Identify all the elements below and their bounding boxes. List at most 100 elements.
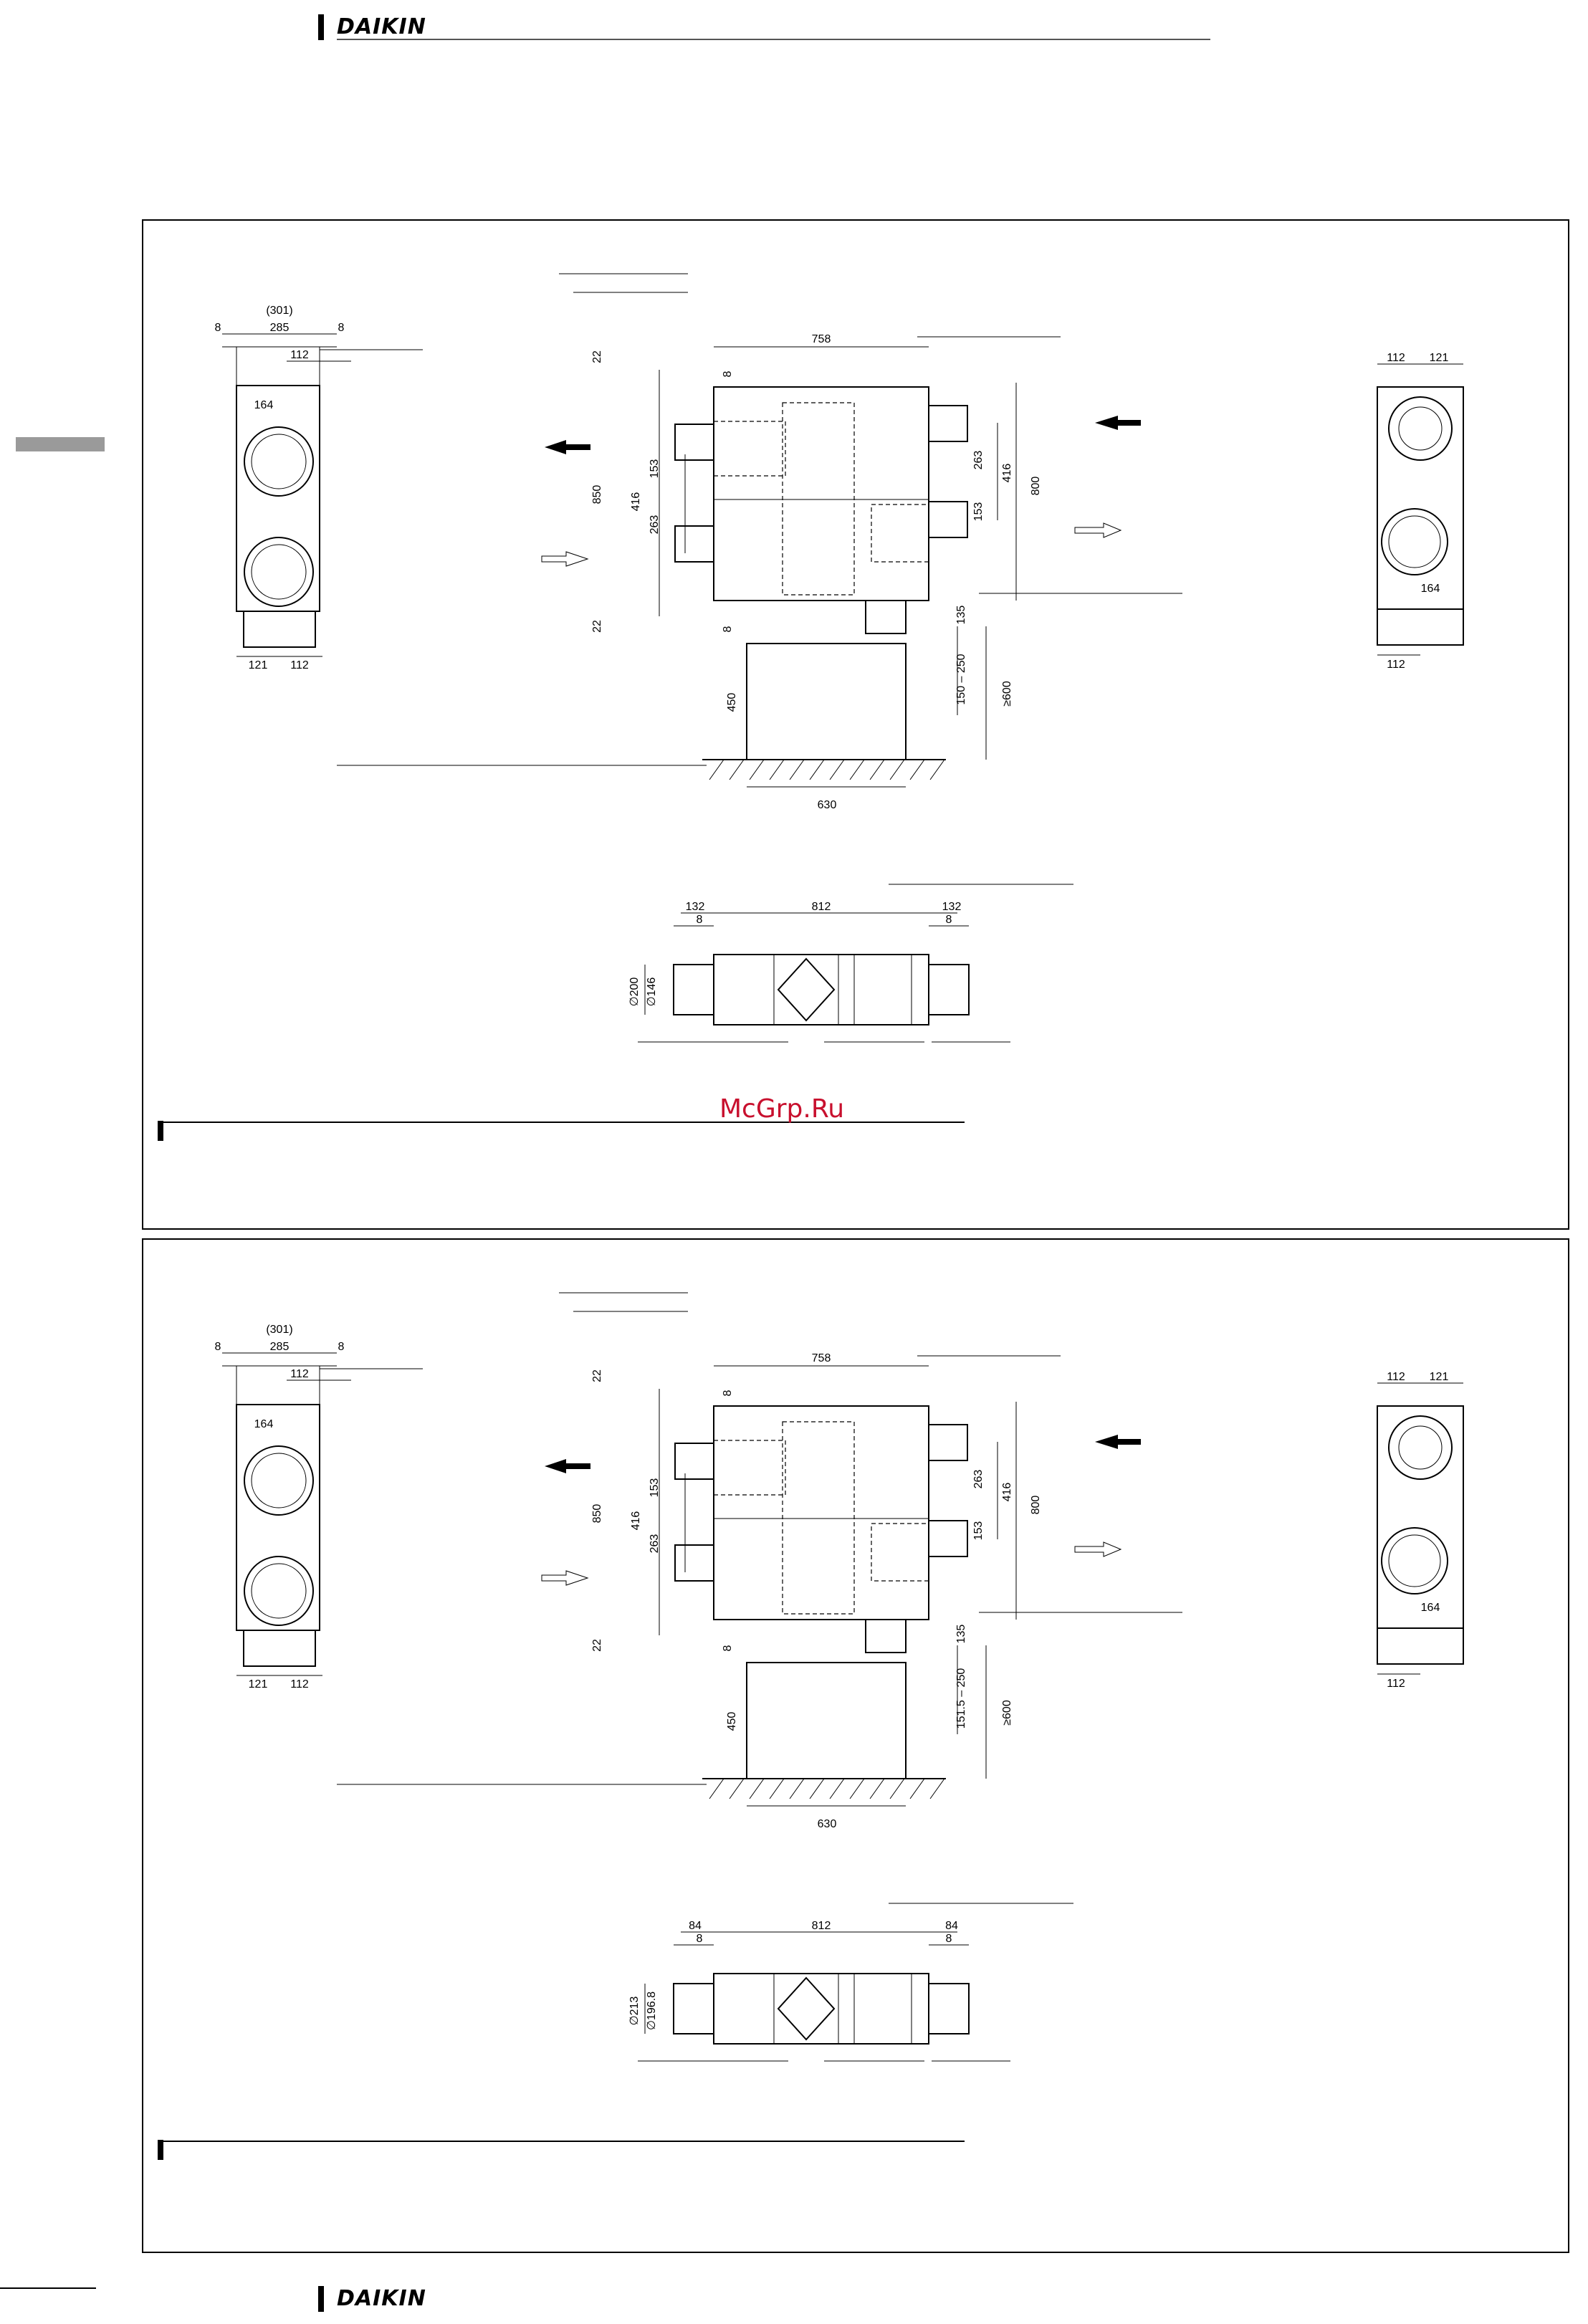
front-dim-8-left-label: 8	[697, 1933, 703, 1945]
right-view-upper-duct-inner	[1398, 1425, 1443, 1470]
dim-416-left: 416	[630, 1511, 642, 1531]
main-view-heat-exchanger	[782, 1421, 855, 1615]
left-view-lower-duct	[244, 1556, 314, 1626]
front-view-filter	[853, 954, 912, 1025]
front-dim-132-right: 132	[942, 901, 962, 913]
footer-logo: DAIKIN	[318, 2286, 1210, 2312]
hatch-line	[769, 1778, 785, 1799]
dim-263-left: 263	[649, 515, 661, 535]
front-view-body	[713, 1973, 929, 2045]
section-title-bar	[158, 2140, 163, 2160]
hatch-line	[789, 759, 805, 780]
dim-150-250: 151.5 – 250	[955, 1668, 967, 1729]
hatch-line	[709, 1778, 724, 1799]
hatch-line	[909, 1778, 925, 1799]
right-dim-164: 164	[1421, 1602, 1440, 1614]
front-view-duct-right	[928, 1983, 970, 2034]
dim-301: (301)	[266, 305, 292, 317]
dim-285: 285	[270, 322, 290, 334]
hatch-line	[929, 759, 945, 780]
page-corner-rule	[0, 2287, 96, 2289]
main-view-duct-out-left	[674, 1443, 714, 1480]
front-dim-dia-outer: ∅200	[628, 977, 641, 1007]
front-dim-dia-outer: ∅213	[628, 1997, 641, 2026]
main-view-control-box	[865, 1619, 907, 1653]
return-air-arrow	[1095, 416, 1141, 430]
dim-285: 285	[270, 1341, 290, 1353]
dim-121: 121	[249, 659, 268, 671]
dim-450: 450	[726, 1712, 738, 1731]
dim-112-top: 112	[290, 349, 309, 361]
left-view-lower-duct-inner	[251, 544, 307, 600]
dim-630: 630	[818, 799, 837, 811]
dim-121: 121	[249, 1678, 268, 1691]
dim-8-left: 8	[215, 322, 221, 334]
right-view-upper-duct	[1388, 396, 1453, 461]
dim-8-right: 8	[338, 322, 345, 334]
header-rule	[337, 39, 1210, 40]
dim-758: 758	[812, 1352, 831, 1364]
right-view-lower-duct-inner	[1388, 1534, 1441, 1587]
dim-8-right: 8	[338, 1341, 345, 1353]
dim-153-left: 153	[649, 459, 661, 479]
dim-263-left: 263	[649, 1534, 661, 1554]
hatch-line	[849, 1778, 865, 1799]
hatch-line	[749, 759, 765, 780]
front-dim-8-right-label: 8	[946, 914, 952, 926]
left-view-upper-duct-inner	[251, 434, 307, 489]
front-view-heat-exchanger	[777, 1976, 836, 2041]
main-view-body	[713, 1405, 929, 1620]
dim-22-bottom: 22	[591, 1639, 603, 1652]
supply-air-arrow	[1074, 522, 1122, 538]
main-view-duct-out-left	[674, 424, 714, 461]
dim-164: 164	[254, 399, 274, 411]
fresh-air-arrow	[541, 551, 589, 567]
right-view-upper-duct-inner	[1398, 406, 1443, 451]
right-dim-121: 121	[1430, 352, 1449, 364]
front-dim-8-left-label: 8	[697, 914, 703, 926]
dim-153-left: 153	[649, 1478, 661, 1498]
dim-150-250: 150 – 250	[955, 654, 967, 704]
front-dim-132-left: 84	[689, 1920, 702, 1932]
main-view-duct-out-right	[928, 501, 968, 538]
main-view-duct-in-right	[928, 405, 968, 442]
front-view-exchanger-frame	[773, 1973, 839, 2045]
left-view-upper-duct	[244, 426, 314, 497]
hatch-line	[829, 759, 845, 780]
dim-153-right: 153	[972, 1521, 985, 1541]
dim-22-top: 22	[591, 350, 603, 363]
hatch-line	[909, 759, 925, 780]
dim-416-right: 416	[1001, 1483, 1013, 1502]
dim-8-top: 8	[722, 370, 734, 377]
header-brand: DAIKIN	[337, 14, 426, 39]
main-view-filter-left	[713, 421, 786, 477]
dim-8-top: 8	[722, 1390, 734, 1396]
right-dim-164: 164	[1421, 583, 1440, 595]
dim-630: 630	[818, 1818, 837, 1830]
main-view-duct-in-right	[928, 1424, 968, 1461]
hatch-line	[769, 759, 785, 780]
front-view-heat-exchanger	[777, 957, 836, 1022]
dim-450: 450	[726, 693, 738, 712]
left-view-lower-duct	[244, 537, 314, 607]
hatch-line	[729, 1778, 745, 1799]
main-view-duct-in-left	[674, 525, 714, 563]
section-tab	[16, 437, 105, 451]
hatch-line	[869, 759, 885, 780]
dim-800: 800	[1030, 477, 1042, 496]
hatch-line	[929, 1778, 945, 1799]
main-view-filter-right	[871, 504, 929, 563]
hatch-line	[729, 759, 745, 780]
hatch-line	[849, 759, 865, 780]
right-view-lower-duct	[1381, 1527, 1448, 1594]
main-view-duct-in-left	[674, 1544, 714, 1582]
right-dim-112-top: 112	[1387, 352, 1405, 364]
left-view-body	[236, 1404, 320, 1631]
front-view-duct-right	[928, 964, 970, 1015]
dim-22-top: 22	[591, 1369, 603, 1382]
left-view-upper-duct-inner	[251, 1453, 307, 1508]
return-air-arrow	[1095, 1435, 1141, 1449]
